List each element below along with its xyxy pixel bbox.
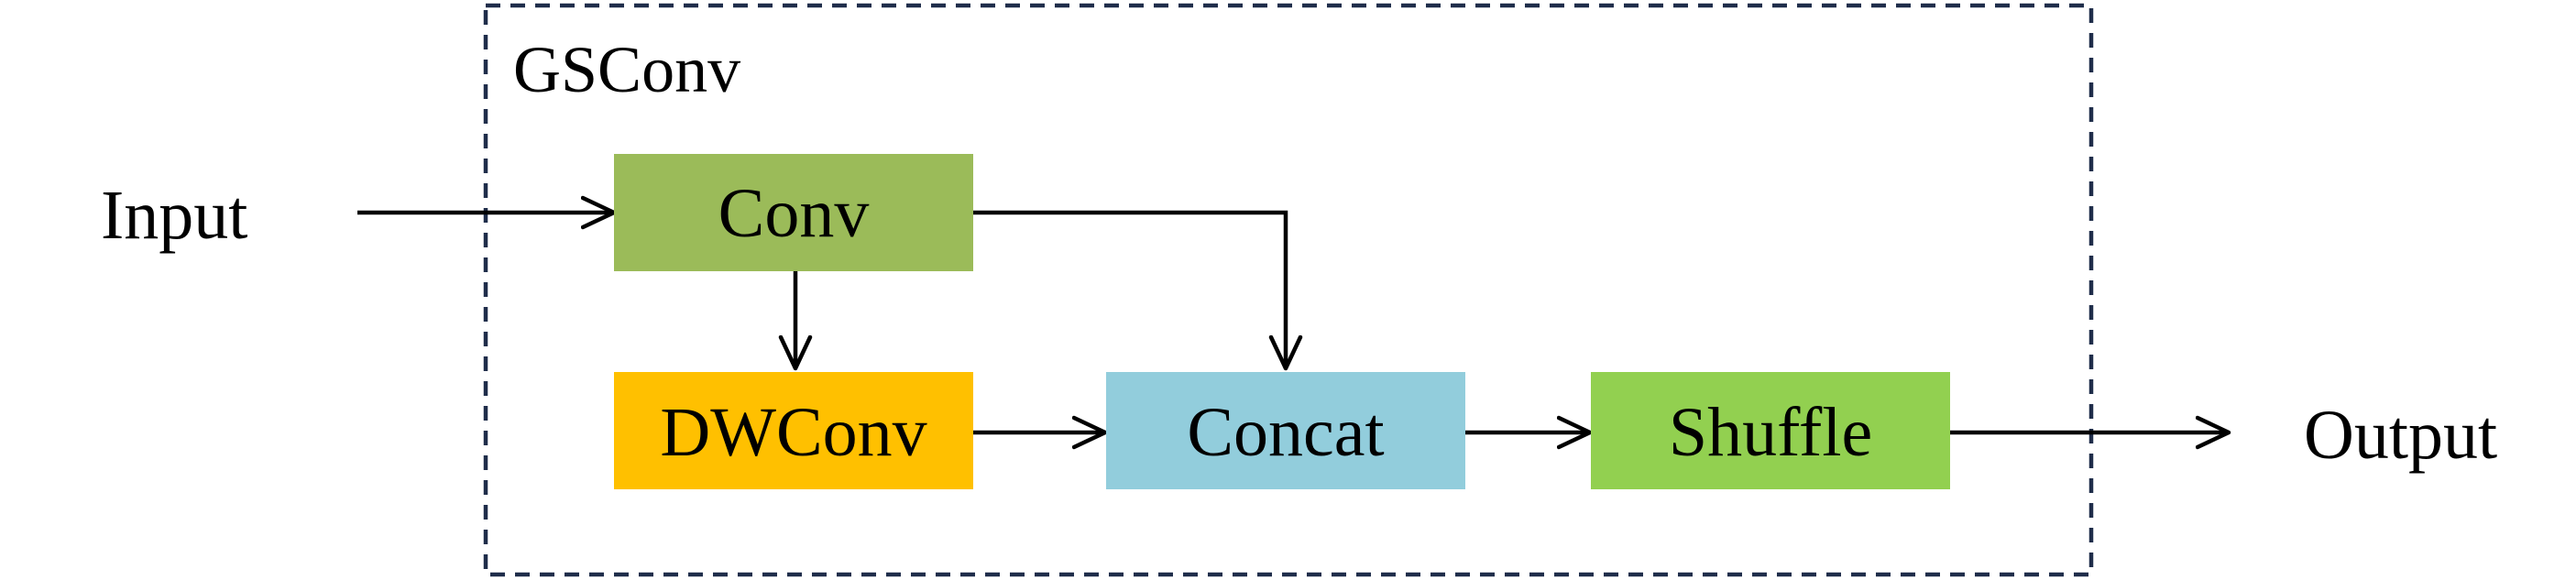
gsconv-container <box>483 3 2094 577</box>
node-shuffle: Shuffle <box>1591 372 1950 489</box>
concat-label: Concat <box>1187 394 1384 471</box>
shuffle-box <box>1591 372 1950 489</box>
container-label: GSConv <box>513 33 740 106</box>
concat-box <box>1106 372 1465 489</box>
edge-conv-concat <box>973 210 1286 368</box>
output-label: Output <box>2304 397 2497 474</box>
input-label: Input <box>101 177 247 254</box>
dwconv-box <box>614 372 973 489</box>
shuffle-label: Shuffle <box>1669 394 1872 471</box>
node-concat: Concat <box>1106 372 1465 489</box>
edges <box>357 213 2229 432</box>
node-dwconv: DWConv <box>614 372 973 489</box>
dwconv-label: DWConv <box>660 394 926 471</box>
conv-label: Conv <box>718 175 870 252</box>
node-conv: Conv <box>614 154 973 271</box>
conv-box <box>614 154 973 271</box>
